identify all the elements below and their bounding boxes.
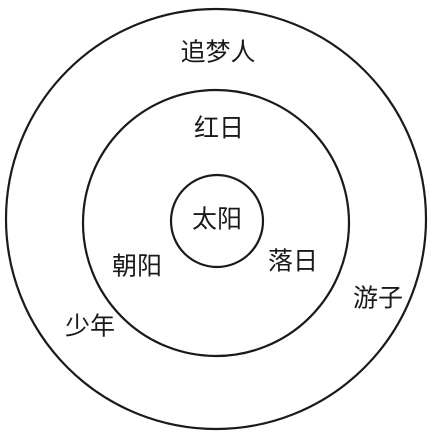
inner-circle [169, 173, 265, 269]
label-outer-right: 游子 [353, 284, 403, 313]
label-outer-left: 少年 [65, 312, 115, 341]
label-middle-right: 落日 [268, 247, 318, 276]
outer-circle [4, 7, 428, 431]
middle-circle [81, 88, 351, 358]
label-middle-top: 红日 [194, 114, 244, 143]
label-outer-top: 追梦人 [180, 38, 255, 67]
label-center: 太阳 [192, 205, 242, 234]
label-middle-left: 朝阳 [112, 252, 162, 281]
